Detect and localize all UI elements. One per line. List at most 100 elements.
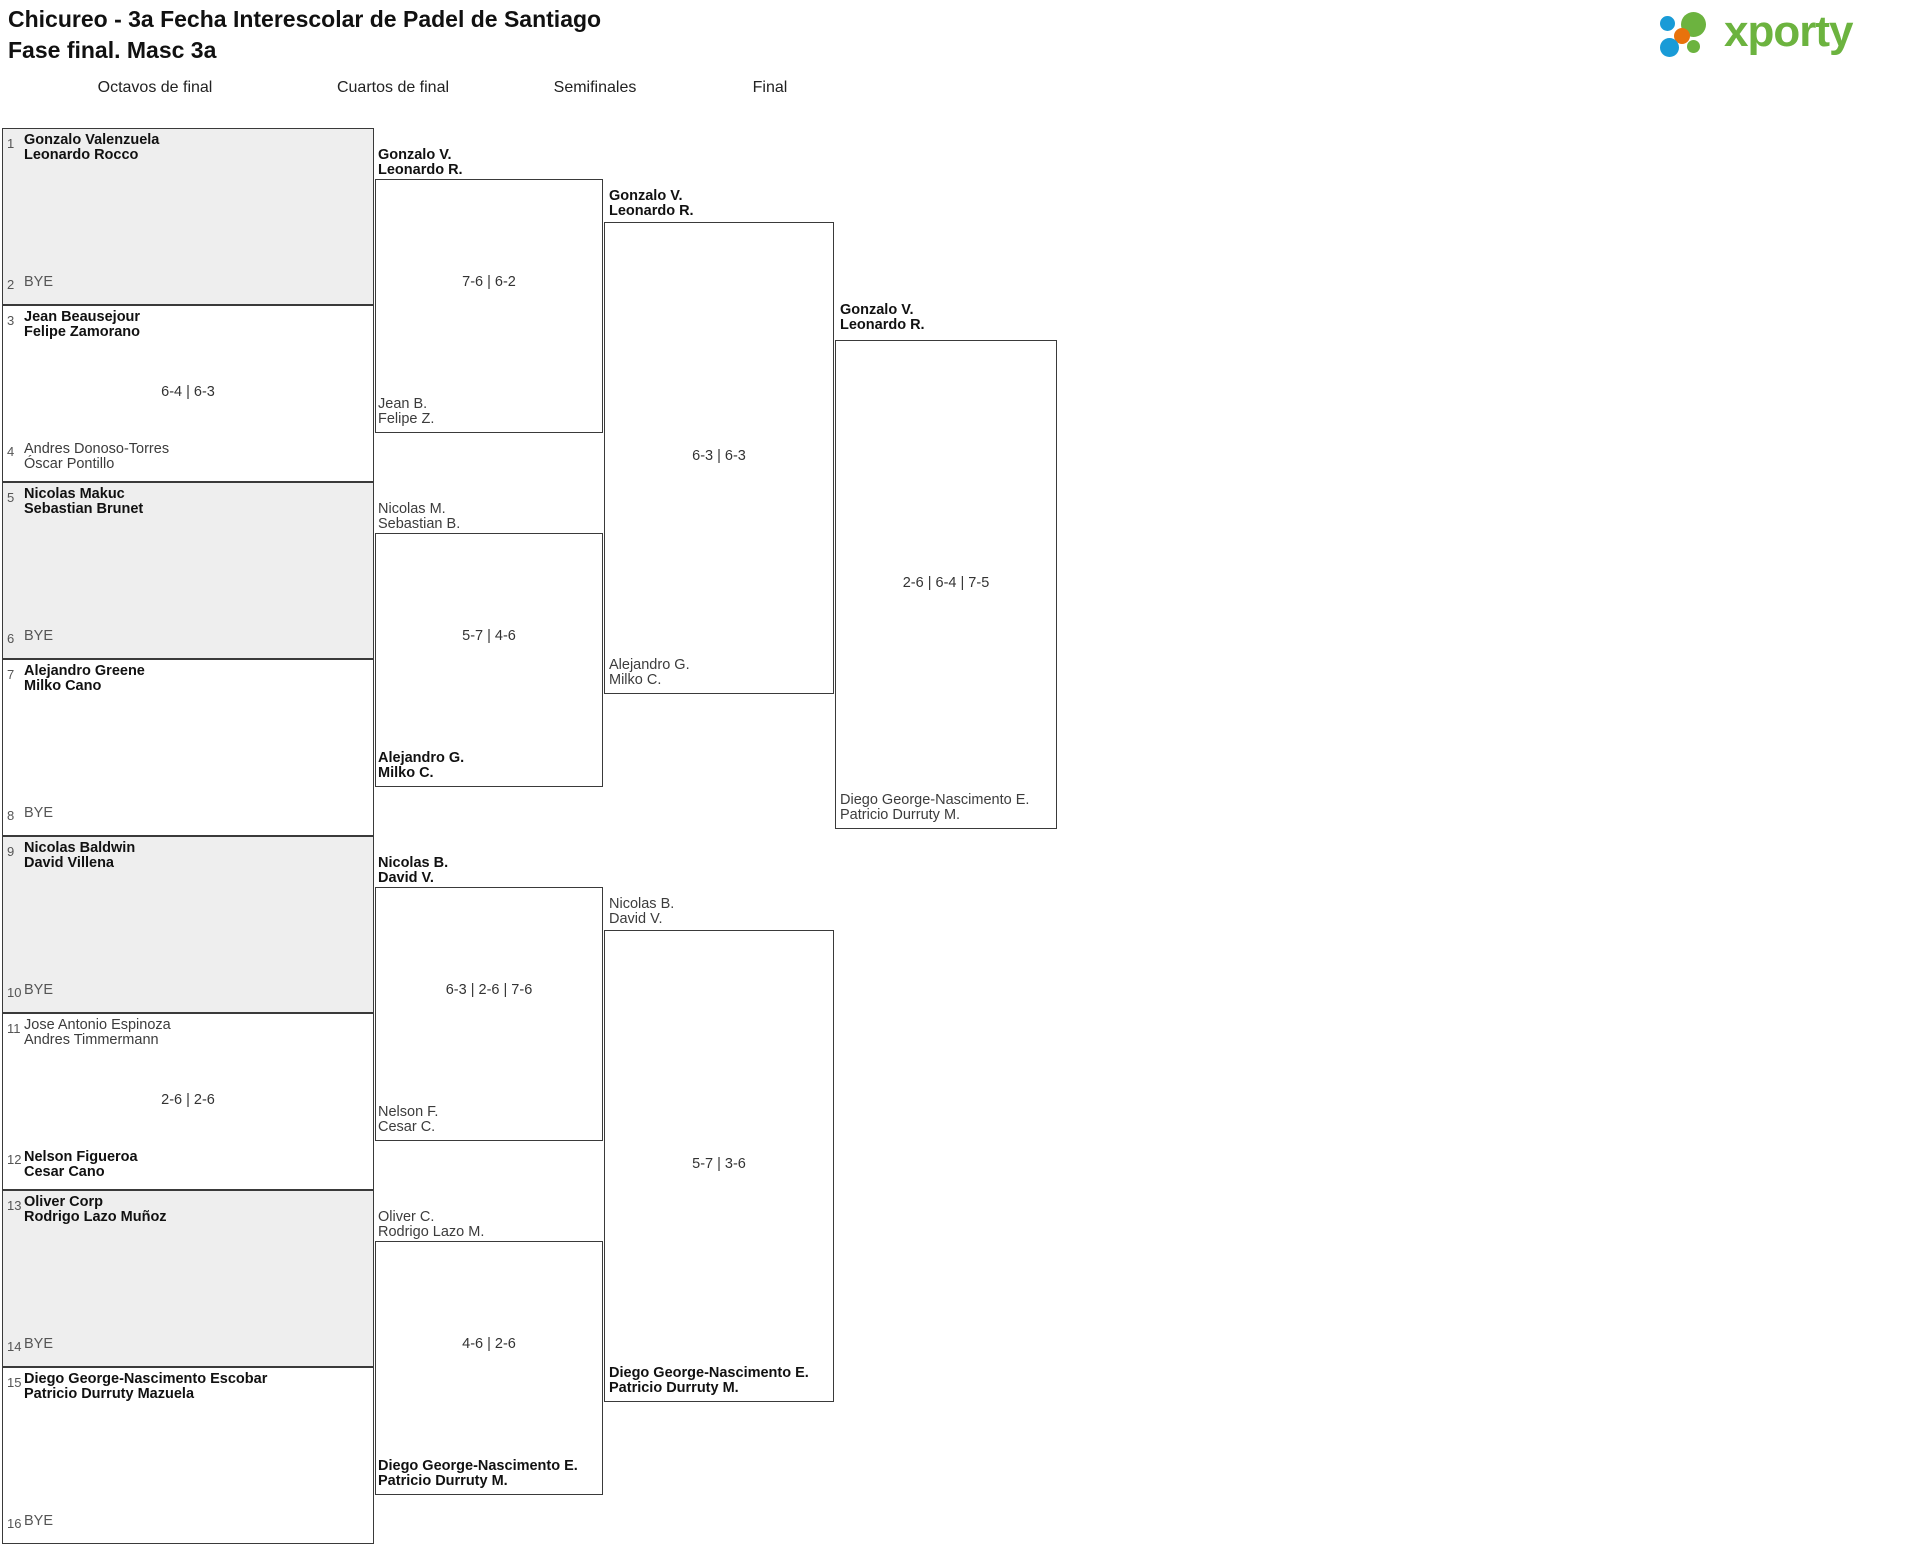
player-name-line1: Diego George-Nascimento E. [840,792,1030,808]
qf-team-top: Gonzalo V.Leonardo R. [378,147,678,182]
player-name-line2: Milko Cano [24,678,102,694]
seed-number: 16 [7,1516,22,1531]
player-name-line2: Rodrigo Lazo Muñoz [24,1209,167,1225]
final-team-bottom: Diego George-Nascimento E.Patricio Durru… [840,792,1140,827]
player-name-line2: Andres Timmermann [24,1032,159,1048]
seed-number: 8 [7,808,15,823]
sf-team-bottom: Alejandro G.Milko C. [609,657,909,692]
player-name-line1: Diego George-Nascimento E. [378,1458,578,1474]
r16-score: 6-4 | 6-3 [161,383,215,400]
seed-number: 10 [7,985,22,1000]
qf-match-2[interactable] [375,533,603,787]
sf-match-1[interactable] [604,222,834,694]
qf-team-bottom: Nelson F.Cesar C. [378,1104,678,1139]
player-name-line2: Felipe Zamorano [24,324,141,340]
seed-number: 7 [7,667,15,682]
seed-number: 3 [7,313,15,328]
player-name-line1: BYE [24,1336,54,1352]
seed-number: 13 [7,1198,22,1213]
seed-number: 11 [7,1021,21,1036]
final-team-top: Gonzalo V.Leonardo R. [840,302,1140,337]
r16-match-2[interactable] [2,305,374,482]
tournament-subtitle: Fase final. Masc 3a [8,37,217,63]
r16-match-6[interactable] [2,1013,374,1190]
r16-team-bottom: BYE [24,628,324,663]
player-name-line1: Gonzalo V. [840,302,914,318]
player-name-line1: BYE [24,628,54,644]
xporty-logo[interactable]: xporty [1660,6,1910,66]
player-name-line1: Oliver Corp [24,1194,103,1210]
seed-number: 15 [7,1375,22,1390]
player-name-line2: David Villena [24,855,114,871]
sf-match-2[interactable] [604,930,834,1402]
r16-team-bottom: BYE [24,982,324,1017]
player-name-line1: Andres Donoso-Torres [24,441,170,457]
player-name-line2: Milko C. [609,672,662,688]
seed-number: 4 [7,444,15,459]
logo-dots-icon [1660,12,1722,58]
seed-number: 14 [7,1339,22,1354]
player-name-line1: Jose Antonio Espinoza [24,1017,171,1033]
qf-team-bottom: Jean B.Felipe Z. [378,396,678,431]
player-name-line1: BYE [24,982,54,998]
player-name-line2: Patricio Durruty M. [840,807,961,823]
seed-number: 1 [7,136,15,151]
player-name-line2: Leonardo R. [609,203,694,219]
player-name-line1: Nicolas Makuc [24,486,125,502]
qf-team-bottom: Diego George-Nascimento E.Patricio Durru… [378,1458,678,1493]
sf-team-top: Nicolas B.David V. [609,896,909,931]
player-name-line2: Patricio Durruty M. [378,1473,508,1489]
player-name-line2: Sebastian Brunet [24,501,144,517]
player-name-line1: Oliver C. [378,1209,435,1225]
player-name-line1: Gonzalo V. [378,147,452,163]
r16-match-3[interactable] [2,482,374,659]
seed-number: 9 [7,844,15,859]
round-header-cuartos: Cuartos de final [336,79,450,96]
player-name-line1: Nicolas B. [609,896,675,912]
player-name-line2: Leonardo Rocco [24,147,139,163]
round-header-octavos: Octavos de final [97,79,213,96]
r16-match-7[interactable] [2,1190,374,1367]
seed-number: 12 [7,1152,22,1167]
r16-team-bottom: BYE [24,1336,324,1371]
player-name-line2: Leonardo R. [378,162,463,178]
player-name-line2: David V. [609,911,663,927]
qf-match-4[interactable] [375,1241,603,1495]
final-match-box[interactable] [835,340,1057,829]
round-header-final: Final [752,79,788,96]
player-name-line2: Cesar Cano [24,1164,105,1180]
r16-match-5[interactable] [2,836,374,1013]
player-name-line2: Rodrigo Lazo M. [378,1224,485,1240]
seed-number: 2 [7,277,15,292]
round-header-semifinales: Semifinales [553,79,637,96]
player-name-line1: Nelson F. [378,1104,439,1120]
qf-score: 7-6 | 6-2 [462,274,516,290]
player-name-line1: Nicolas M. [378,501,446,517]
player-name-line1: Nicolas B. [378,855,449,871]
r16-score: 2-6 | 2-6 [161,1091,215,1108]
sf-team-bottom: Diego George-Nascimento E.Patricio Durru… [609,1365,909,1400]
player-name-line2: Óscar Pontillo [24,456,115,472]
player-name-line1: Gonzalo V. [609,188,683,204]
qf-team-bottom: Alejandro G.Milko C. [378,750,678,785]
player-name-line1: Alejandro Greene [24,663,145,679]
qf-match-3[interactable] [375,887,603,1141]
seed-number: 5 [7,490,15,505]
r16-team-bottom: BYE [24,805,324,840]
tournament-title: Chicureo - 3a Fecha Interescolar de Pade… [8,6,602,32]
sf-score: 6-3 | 6-3 [692,448,746,464]
final-score: 2-6 | 6-4 | 7-5 [902,574,990,591]
qf-match-1[interactable] [375,179,603,433]
r16-match-4[interactable] [2,659,374,836]
player-name-line1: Diego George-Nascimento E. [609,1365,809,1381]
r16-match-1[interactable] [2,128,374,305]
